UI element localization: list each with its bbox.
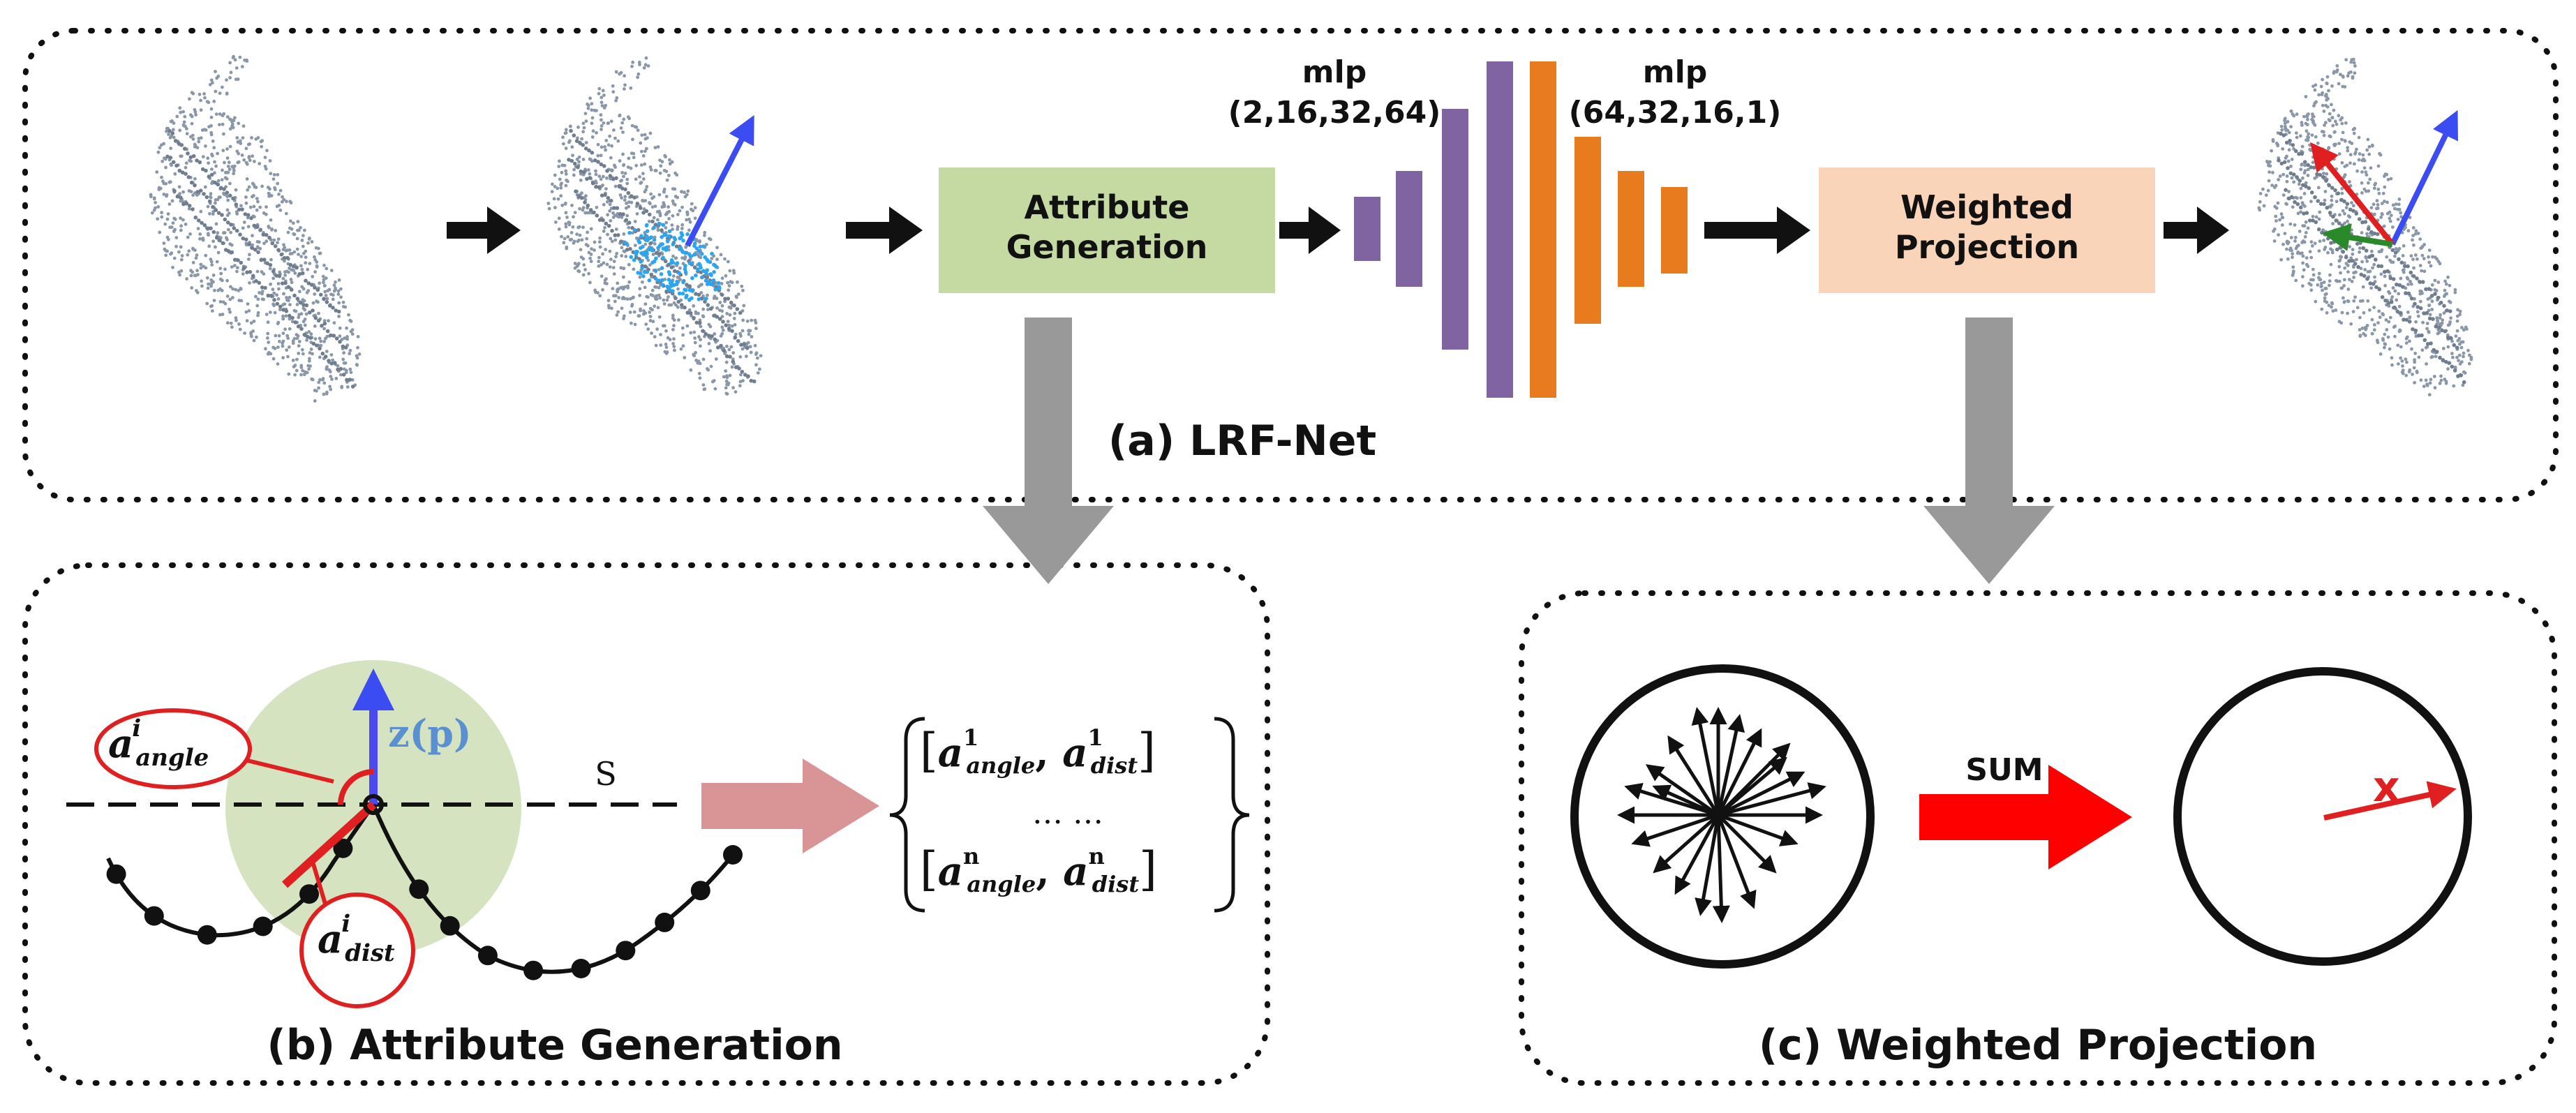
mlp-right-dims: (64,32,16,1): [1569, 95, 1782, 130]
mlp-decoder: mlp (64,32,16,1): [1530, 54, 1781, 398]
weighted-projection-line1: Weighted: [1900, 188, 2074, 226]
sum-arrow: [1919, 765, 2132, 869]
gray-arrow-projection: [1923, 318, 2055, 584]
point-cloud-with-normal: [546, 56, 763, 396]
z-p-label: z(p): [388, 711, 472, 756]
panel-b-frame: [22, 562, 1270, 1086]
gray-arrow-attribute: [983, 318, 1114, 584]
flow-arrow-5: [2164, 207, 2229, 254]
result-circle: [2173, 667, 2472, 966]
distance-segment: [281, 801, 377, 888]
center-point: [363, 794, 384, 815]
flow-arrow-3: [1279, 207, 1341, 254]
mlp-left-bar-1: [1354, 197, 1380, 261]
panel-b-caption: (b) Attribute Generation: [267, 1021, 842, 1070]
dist-leader: [311, 861, 329, 909]
mlp-encoder: mlp (2,16,32,64): [1228, 54, 1513, 398]
mlp-left-title: mlp: [1302, 54, 1367, 90]
panel-c-frame: [1519, 590, 2557, 1086]
set-ellipsis: … …: [1032, 795, 1103, 831]
vector-circle: [1570, 664, 1875, 969]
flow-arrow-1: [447, 207, 521, 254]
result-x-arrow: [2323, 781, 2457, 821]
dist-label-circle: [299, 892, 415, 1008]
panel-a-caption: (a) LRF-Net: [1108, 417, 1376, 465]
lrf-z-arrow-icon: [2390, 110, 2458, 246]
mlp-left-dims: (2,16,32,64): [1228, 95, 1441, 130]
flow-arrow-2: [846, 207, 923, 254]
weighted-projection-block: Weighted Projection: [1819, 167, 2155, 293]
panel-c-caption: (c) Weighted Projection: [1759, 1021, 2317, 1070]
point-cloud-with-lrf: [2257, 57, 2473, 397]
weighted-projection-line2: Projection: [1895, 228, 2079, 266]
mlp-left-bar-3: [1442, 109, 1468, 350]
mlp-left-bar-2: [1396, 171, 1422, 287]
angle-label-ellipse: [94, 708, 252, 789]
angle-leader: [247, 759, 334, 784]
plane-s-label: S: [595, 755, 617, 793]
lrf-x-arrow-icon: [2309, 142, 2395, 246]
pink-arrow: [701, 759, 879, 853]
mlp-right-bar-1: [1530, 61, 1556, 398]
surface-points: [106, 838, 743, 980]
attribute-generation-line2: Generation: [1006, 228, 1208, 266]
attribute-generation-line1: Attribute: [1025, 188, 1190, 226]
mlp-right-bar-2: [1574, 137, 1601, 324]
z-axis-arrow: [685, 114, 754, 247]
lrf-y-arrow-icon: [2322, 223, 2393, 251]
sum-label: SUM: [1965, 752, 2043, 788]
weighted-vectors: [1617, 707, 1826, 923]
point-cloud-input: [149, 54, 362, 403]
mlp-right-bar-4: [1661, 187, 1688, 274]
flow-arrow-4: [1704, 207, 1810, 254]
attribute-generation-block: Attribute Generation: [939, 167, 1275, 293]
angle-arc: [338, 769, 374, 805]
flow-arrows: [447, 207, 2229, 254]
result-x-label: x: [2373, 763, 2400, 812]
right-brace: [1214, 717, 1250, 913]
mlp-right-bar-3: [1618, 171, 1644, 287]
panel-a-frame: [22, 28, 2559, 502]
left-brace: [889, 717, 925, 913]
mlp-left-bar-4: [1487, 61, 1513, 398]
mlp-right-title: mlp: [1643, 54, 1707, 90]
